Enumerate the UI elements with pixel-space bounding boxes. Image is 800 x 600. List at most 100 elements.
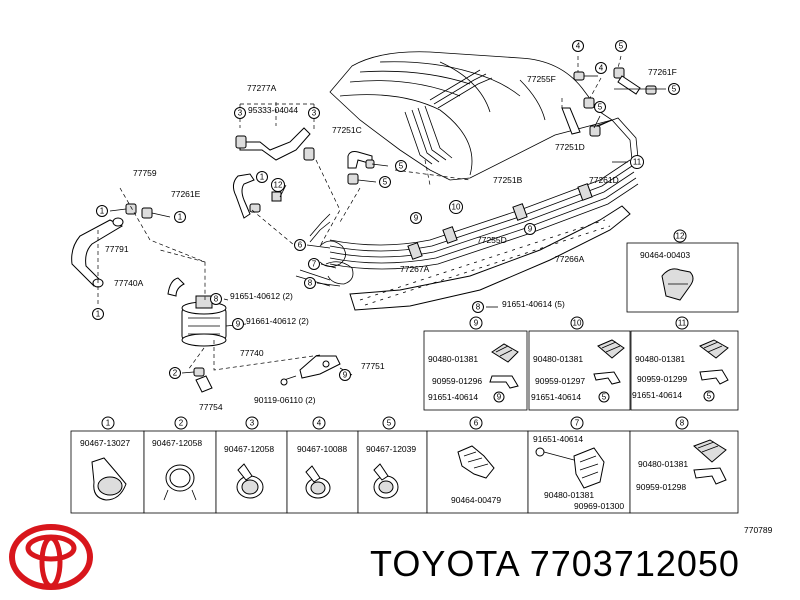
callout-label: 77251C	[332, 125, 362, 135]
bottom-box-7-part-a: 91651-40614	[533, 434, 583, 444]
detail-box-12-id: 12	[676, 232, 685, 241]
bottom-box-2-part: 90467-12058	[152, 438, 202, 448]
bottom-box-7-part-b: 90480-01381	[544, 490, 594, 500]
detail-box-11: 11 90480-01381 90959-01299 91651-40614 5	[630, 316, 739, 411]
callout-label: 77251B	[493, 175, 523, 185]
callout-number-text: 6	[298, 241, 303, 250]
callout-number: 10	[449, 200, 463, 214]
callout-number-text: 9	[236, 320, 241, 329]
fuel-lines	[295, 117, 639, 311]
detail-box-10-part-a: 90480-01381	[533, 354, 583, 364]
bottom-box-7: 7 91651-40614 90480-01381 90969-01300	[527, 416, 631, 514]
callout-number-text: 12	[274, 181, 283, 190]
bottom-box-8-id: 8	[680, 419, 685, 428]
callout-number: 6	[294, 239, 306, 251]
bottom-box-2: 2 90467-12058	[143, 416, 217, 514]
detail-box-9-part-c: 91651-40614	[428, 392, 478, 402]
callout-number-text: 8	[214, 295, 219, 304]
callout-number-text: 2	[173, 369, 178, 378]
callout-number-ring	[304, 277, 316, 289]
bottom-box-7-id: 7	[575, 419, 580, 428]
callout-label: 77267A	[400, 264, 430, 274]
callout-number: 2	[169, 367, 181, 379]
callout-number-ring	[410, 212, 422, 224]
drawing-code: 770789	[744, 525, 773, 535]
bottom-box-1-id: 1	[106, 419, 111, 428]
callout-number: 5	[615, 40, 627, 52]
callout-number-ring	[232, 318, 244, 330]
callout-number-text: 11	[633, 158, 642, 167]
bottom-box-6: 6 90464-00479	[426, 416, 529, 514]
callout-label: 77277A	[247, 83, 277, 93]
callout-label: 91651-40612 (2)	[230, 291, 293, 301]
callout-number: 3	[308, 107, 320, 119]
callout-label: 77261F	[648, 67, 677, 77]
detail-box-11-part-a: 90480-01381	[635, 354, 685, 364]
callout-number-ring	[395, 160, 407, 172]
callout-number: 9	[339, 369, 351, 381]
callout-number-text: 1	[178, 213, 183, 222]
callout-number: 9	[524, 223, 536, 235]
callout-number-ring	[379, 176, 391, 188]
bottom-box-3-part: 90467-12058	[224, 444, 274, 454]
callout-number-ring	[572, 40, 584, 52]
callout-label: 77255F	[527, 74, 556, 84]
bottom-box-4-part: 90467-10088	[297, 444, 347, 454]
callout-number: 1	[256, 171, 268, 183]
detail-box-10-id: 10	[573, 319, 582, 328]
callout-number-text: 5	[399, 162, 404, 171]
callout-number: 8	[472, 301, 484, 313]
callout-label: 77759	[133, 168, 157, 178]
detail-box-11-id: 11	[678, 319, 687, 328]
part-number: 7703712050	[529, 543, 740, 584]
callout-number-ring	[271, 178, 285, 192]
callout-number: 1	[96, 205, 108, 217]
callout-label: 77251D	[555, 142, 585, 152]
bottom-box-6-id: 6	[474, 419, 479, 428]
callout-number-text: 1	[96, 310, 101, 319]
callout-number-text: 7	[312, 260, 317, 269]
callout-label: 77751	[361, 361, 385, 371]
callout-number: 11	[630, 155, 644, 169]
callout-label: 77266A	[555, 254, 585, 264]
callout-number: 5	[379, 176, 391, 188]
callout-label: 91661-40612 (2)	[246, 316, 309, 326]
detail-box-9-id: 9	[474, 319, 479, 328]
callout-number-ring	[294, 239, 306, 251]
callout-number-text: 1	[260, 173, 265, 182]
callout-label: 77754	[199, 402, 223, 412]
toyota-logo-icon	[9, 524, 93, 590]
detail-box-9-ref: 9	[497, 393, 502, 402]
callout-number-text: 5	[619, 42, 624, 51]
bottom-box-3-id: 3	[250, 419, 255, 428]
detail-box-10: 10 90480-01381 90959-01297 91651-40614 5	[528, 316, 631, 411]
callout-labels: 77277A95333-0404477251C7775977261E777917…	[105, 67, 677, 412]
callout-number-ring	[174, 211, 186, 223]
callout-number-ring	[524, 223, 536, 235]
detail-box-11-part-c: 91651-40614	[632, 390, 682, 400]
bottom-box-1: 1 90467-13027	[70, 416, 145, 514]
detail-box-9-part-a: 90480-01381	[428, 354, 478, 364]
callout-label: 77261E	[171, 189, 201, 199]
callout-number-text: 5	[383, 178, 388, 187]
callout-number-ring	[449, 200, 463, 214]
callout-number-text: 9	[528, 225, 533, 234]
callout-number: 5	[594, 101, 606, 113]
callout-number: 8	[210, 293, 222, 305]
callout-number-text: 3	[238, 109, 243, 118]
leader-lines	[97, 55, 666, 376]
callout-number: 7	[308, 258, 320, 270]
callout-number-ring	[594, 101, 606, 113]
callout-label: 77740A	[114, 278, 144, 288]
callout-number: 5	[668, 83, 680, 95]
detail-box-12: 12 90464-00403	[626, 229, 739, 313]
callout-number-text: 9	[414, 214, 419, 223]
bottom-box-8-part-a: 90480-01381	[638, 459, 688, 469]
callout-number-text: 3	[312, 109, 317, 118]
bottom-box-5: 5 90467-12039	[357, 416, 428, 514]
callout-number-text: 4	[576, 42, 581, 51]
callout-number-ring	[615, 40, 627, 52]
detail-box-10-part-c: 91651-40614	[531, 392, 581, 402]
callout-label: 91651-40614 (5)	[502, 299, 565, 309]
